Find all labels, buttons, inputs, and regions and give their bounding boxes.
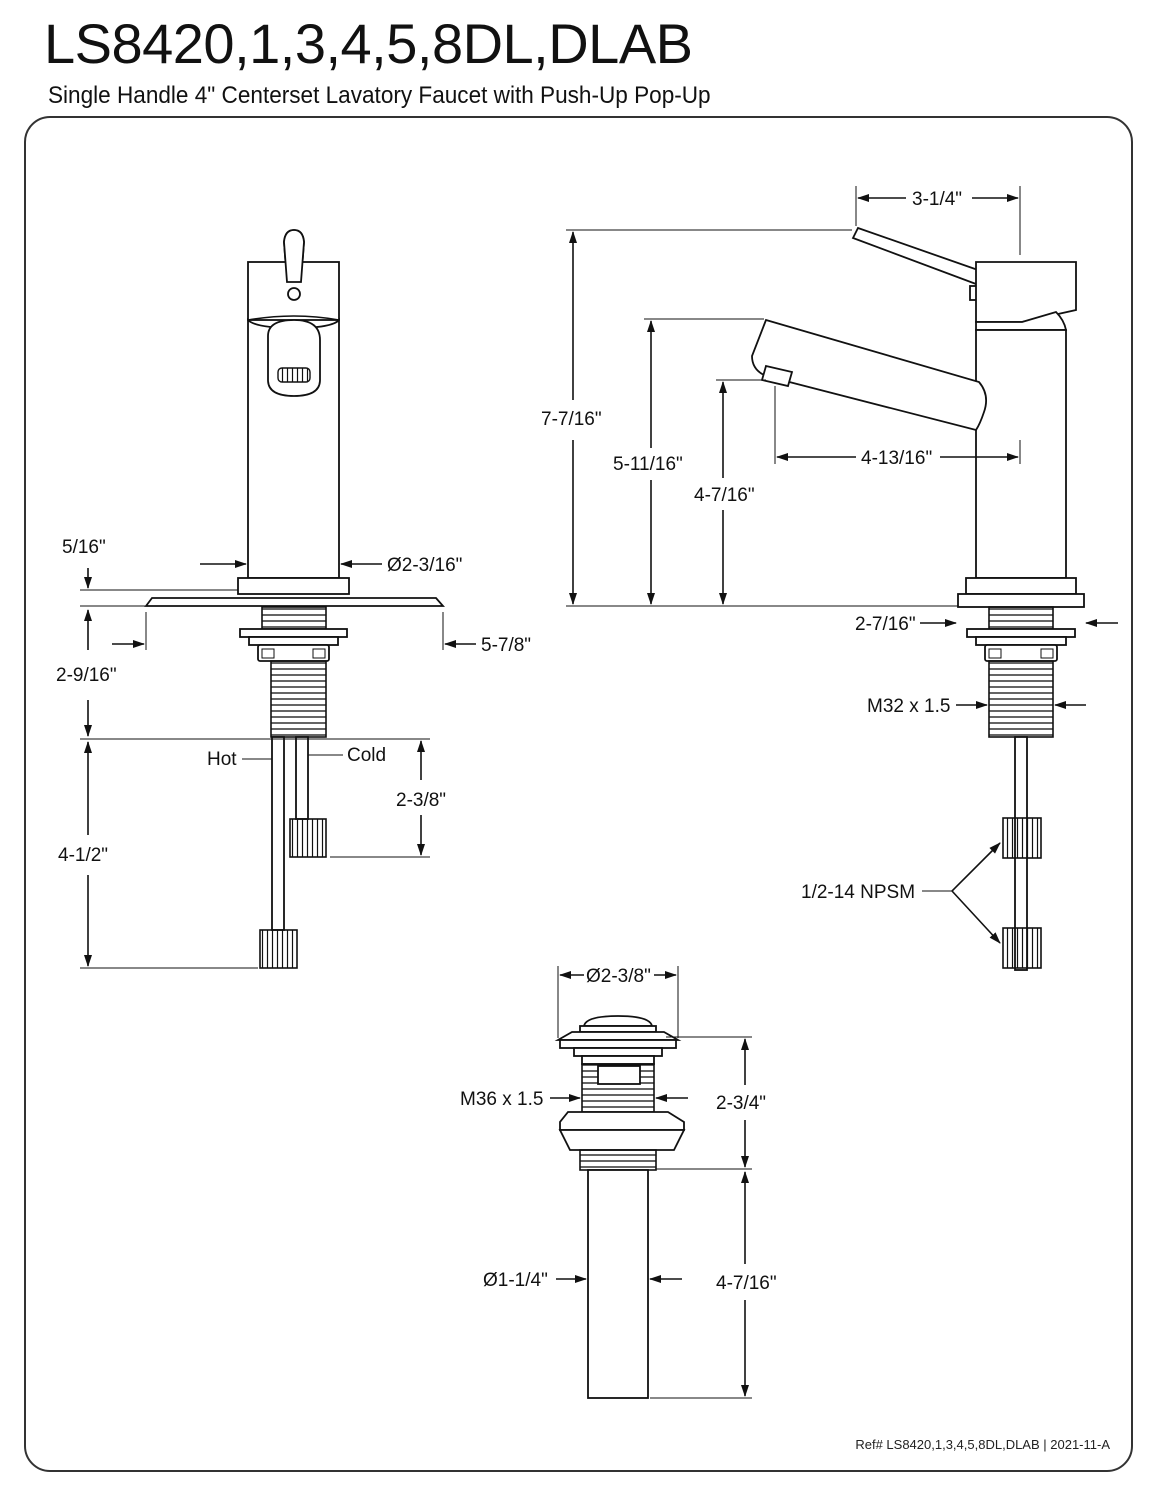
drain-view: Ø2-3/8" M36 x 1.5 2-3/4" 4-7/16" Ø1-1/4" (460, 966, 777, 1399)
shank-length-label: 2-9/16" (56, 665, 117, 686)
handle-lever (247, 229, 340, 321)
cold-line-length-label: 2-3/8" (396, 790, 446, 811)
drawing-frame (24, 116, 1133, 1472)
drain-body (558, 1063, 686, 1171)
tailpiece (587, 1169, 649, 1399)
mounting-shank (239, 606, 348, 738)
body-diameter-label: Ø2-3/16" (387, 555, 462, 576)
side-deck-plate (957, 593, 1085, 608)
front-view: 5/16" Ø2-3/16" 5-7/8" 2-9/16" 4-1/2" Hot… (56, 229, 531, 969)
product-description: Single Handle 4" Centerset Lavatory Fauc… (48, 82, 711, 109)
spout (751, 318, 988, 432)
side-base (965, 577, 1077, 595)
side-body (975, 329, 1067, 579)
base-diameter-label: 2-7/16" (855, 614, 916, 635)
reference-footer: Ref# LS8420,1,3,4,5,8DL,DLAB | 2021-11-A (855, 1437, 1110, 1452)
hot-line-length-label: 4-1/2" (58, 845, 108, 866)
hot-label: Hot (207, 749, 237, 770)
deck-plate (144, 577, 445, 607)
faucet-body (247, 315, 340, 579)
model-title: LS8420,1,3,4,5,8DL,DLAB (44, 12, 693, 75)
handle-reach-label: 3-1/4" (912, 189, 962, 210)
side-shank (966, 606, 1076, 738)
connection-label: 1/2-14 NPSM (801, 882, 915, 903)
overall-height-label: 7-7/16" (541, 409, 602, 430)
cold-label: Cold (347, 745, 386, 766)
drain-thread-label: M36 x 1.5 (460, 1089, 543, 1110)
deckplate-width-label: 5-7/8" (481, 635, 531, 656)
side-supply-line (1002, 736, 1042, 971)
deckplate-thickness-label: 5/16" (62, 537, 106, 558)
side-handle (851, 226, 1077, 331)
spout-reach-label: 4-13/16" (861, 448, 932, 469)
spout-height-label: 5-11/16" (613, 454, 683, 475)
drain-body-height-label: 2-3/4" (716, 1093, 766, 1114)
spout-clearance-label: 4-7/16" (694, 485, 755, 506)
tailpiece-diameter-label: Ø1-1/4" (483, 1270, 548, 1291)
tailpiece-length-label: 4-7/16" (716, 1273, 777, 1294)
flange-diameter-label: Ø2-3/8" (586, 966, 651, 987)
supply-lines (259, 736, 327, 969)
side-view: 3-1/4" 7-7/16" 5-11/16" 4-7/16" 4-13/16"… (541, 186, 1118, 971)
side-thread-label: M32 x 1.5 (867, 696, 950, 717)
pop-up-cap (554, 1015, 682, 1065)
